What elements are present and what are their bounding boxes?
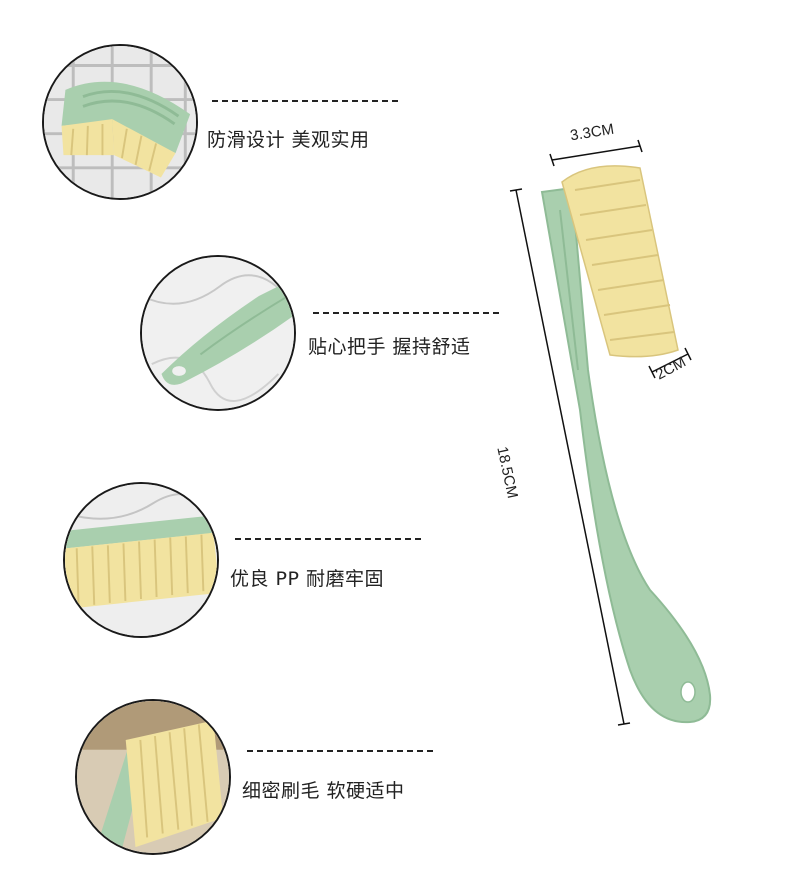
handle-closeup-illustration <box>142 257 294 409</box>
bristles-closeup-image <box>75 699 231 855</box>
anti-slip-closeup-illustration <box>44 46 196 198</box>
anti-slip-closeup-image <box>42 44 198 200</box>
feature-divider <box>247 750 433 752</box>
brush-illustration <box>509 139 712 726</box>
material-closeup-illustration <box>65 484 217 636</box>
feature-text-handle: 贴心把手 握持舒适 <box>308 336 471 358</box>
feature-text-anti-slip: 防滑设计 美观实用 <box>207 129 370 151</box>
handle-closeup-image <box>140 255 296 411</box>
feature-divider <box>313 312 499 314</box>
material-closeup-image <box>63 482 219 638</box>
feature-text-bristles: 细密刷毛 软硬适中 <box>242 780 405 802</box>
feature-divider <box>235 538 421 540</box>
feature-text-material: 优良 PP 耐磨牢固 <box>230 568 384 590</box>
feature-divider <box>212 100 398 102</box>
brush-product-figure <box>500 110 740 750</box>
bristles-closeup-illustration <box>77 701 229 853</box>
